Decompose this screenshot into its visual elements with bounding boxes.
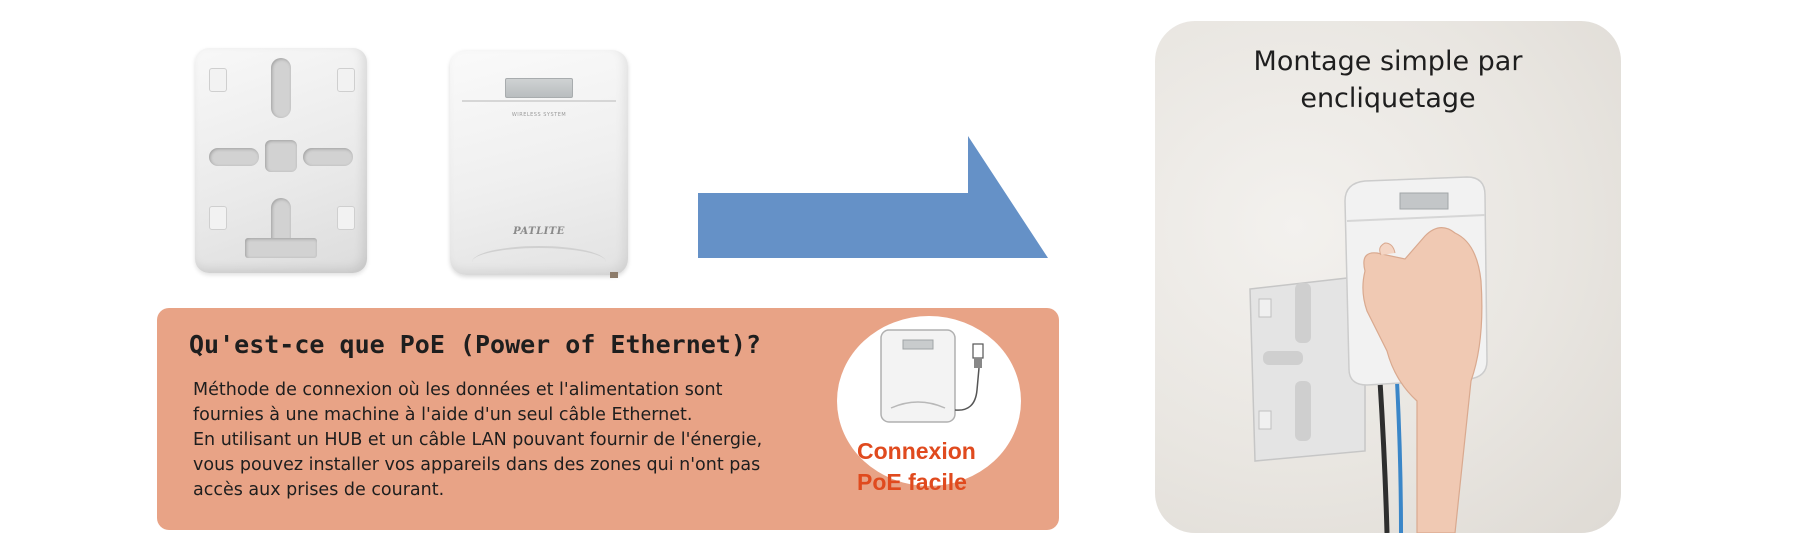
poe-description-line: accès aux prises de courant.: [193, 480, 445, 500]
device-display: [505, 78, 573, 98]
bracket-tab: [209, 68, 227, 92]
poe-badge-line: Connexion: [857, 438, 976, 464]
wall-mount-scene: [1249, 176, 1488, 533]
bracket-slot: [303, 148, 353, 166]
poe-badge: Connexion PoE facile: [837, 316, 1021, 495]
poe-info-box: Qu'est-ce que PoE (Power of Ethernet)? M…: [157, 308, 1059, 530]
receiver-device-image: WIRELESS SYSTEM PATLITE: [450, 50, 628, 278]
poe-description-line: Méthode de connexion où les données et l…: [193, 380, 723, 400]
wall-mount-photo: Montage simple par encliquetage: [1155, 21, 1621, 533]
poe-description-line: vous pouvez installer vos appareils dans…: [193, 455, 761, 475]
bracket-tab: [209, 206, 227, 230]
hand: [1362, 227, 1483, 533]
device-bottom-curve: [472, 246, 606, 262]
poe-title: Qu'est-ce que PoE (Power of Ethernet)?: [189, 330, 761, 359]
device-brand-label: PATLITE: [513, 226, 565, 237]
bracket-slot: [209, 148, 259, 166]
bracket-center: [265, 140, 297, 172]
poe-badge-line: PoE facile: [857, 469, 967, 495]
right-arrow-icon: [698, 136, 1048, 258]
wall-title: Montage simple par encliquetage: [1155, 43, 1621, 117]
wall-title-line: Montage simple par: [1253, 46, 1523, 77]
bracket-tab: [337, 68, 355, 92]
device-model-label: WIRELESS SYSTEM: [511, 112, 567, 118]
bracket-slot: [271, 58, 291, 118]
device-port: [610, 272, 618, 278]
mounting-bracket-image: [195, 48, 367, 273]
receiver-with-cable-icon: [880, 329, 984, 423]
bracket-base-cutout: [245, 238, 317, 258]
device-ridge: [462, 100, 616, 102]
poe-badge-text: Connexion PoE facile: [857, 436, 1017, 498]
wall-bracket: [1249, 275, 1366, 462]
poe-description-line: En utilisant un HUB et un câble LAN pouv…: [193, 430, 763, 450]
wall-title-line: encliquetage: [1300, 83, 1476, 114]
poe-description: Méthode de connexion où les données et l…: [193, 378, 762, 503]
bracket-tab: [337, 206, 355, 230]
arrow-shape: [698, 136, 1048, 258]
poe-description-line: fournies à une machine à l'aide d'un seu…: [193, 405, 693, 425]
